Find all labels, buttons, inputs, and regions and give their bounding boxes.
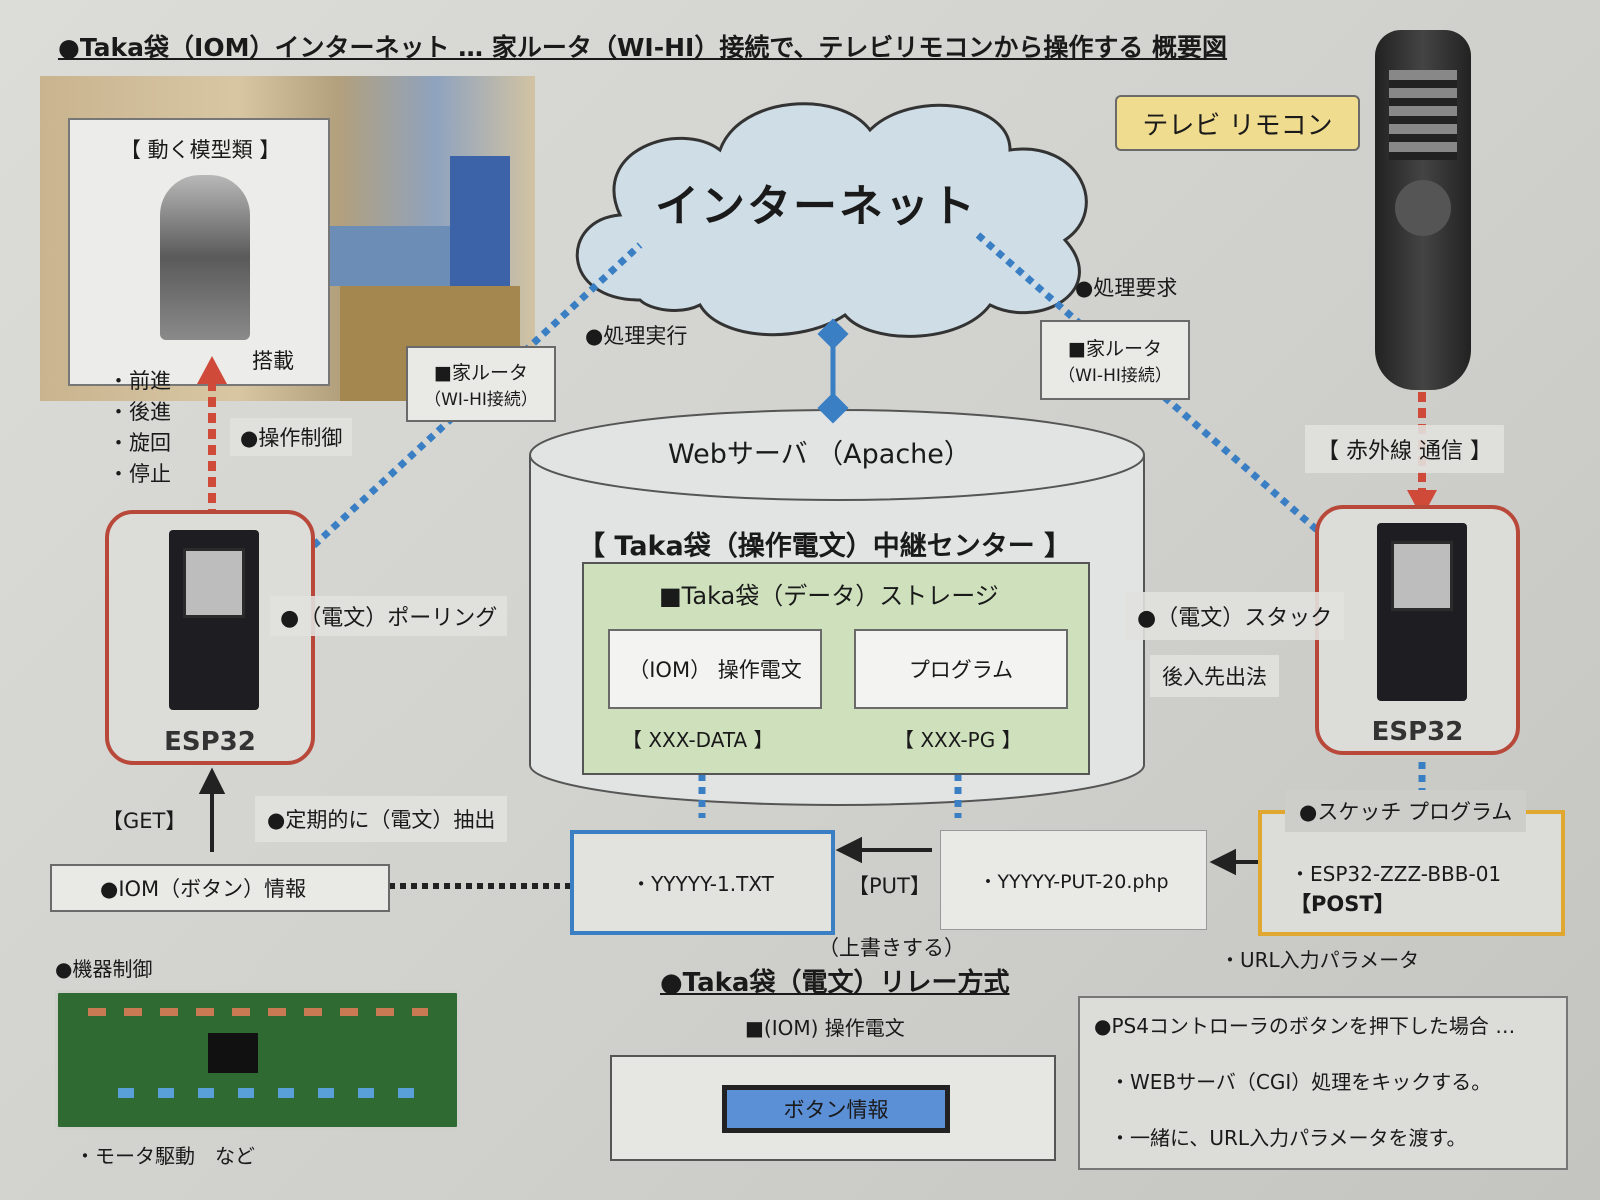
server-link <box>817 318 849 424</box>
action-backward: ・後進 <box>108 400 171 424</box>
mounted-label: 搭載 <box>252 349 294 373</box>
get-arrow-icon <box>198 767 226 794</box>
program-box: プログラム <box>854 629 1068 709</box>
esp32-board-image <box>169 530 259 710</box>
action-turn: ・旋回 <box>108 431 171 455</box>
router-right: ■家ルータ（WI-HI接続） <box>1040 320 1190 400</box>
action-list: ・前進 ・後進 ・旋回 ・停止 <box>108 366 171 490</box>
esp32-board-image <box>1377 523 1467 701</box>
model-box: 【 動く模型類 】 搭載 <box>68 118 330 386</box>
diagram-title: ●Taka袋（IOM）インターネット … 家ルータ（WI-HI）接続で、テレビリ… <box>58 33 1228 62</box>
storage-title: ■Taka袋（データ）ストレージ <box>659 582 999 610</box>
sketch-name: ・ESP32-ZZZ-BBB-01 <box>1290 862 1502 886</box>
polling-label: ●（電文）ポーリング <box>270 596 508 636</box>
tv-remote-image <box>1375 30 1471 390</box>
cloud-label: インターネット <box>655 181 977 232</box>
txt-file-box: ・YYYYY-1.TXT <box>570 830 835 935</box>
message-frame: ボタン情報 <box>610 1055 1056 1161</box>
robot-image <box>160 175 250 340</box>
ps4-note: ●PS4コントローラのボタンを押下した場合 … ・WEBサーバ（CGI）処理をキ… <box>1078 996 1568 1170</box>
up-arrow-icon <box>197 356 227 384</box>
right-router-link <box>975 232 1381 586</box>
sketch-title: ●スケッチ プログラム <box>1285 790 1527 832</box>
iom-message-box: （IOM） 操作電文 <box>608 629 822 709</box>
get-label: 【GET】 <box>102 809 187 833</box>
action-forward: ・前進 <box>108 369 171 393</box>
button-info[interactable]: ボタン情報 <box>722 1085 950 1133</box>
periodic-label: ●定期的に（電文）抽出 <box>255 796 508 842</box>
ps4-note-line1: ・WEBサーバ（CGI）処理をキックする。 <box>1110 1070 1492 1094</box>
relay-method-title: ●Taka袋（電文）リレー方式 <box>660 968 1010 998</box>
tv-remote-label: テレビ リモコン <box>1115 95 1360 151</box>
model-label: 【 動く模型類 】 <box>120 138 281 162</box>
url-param-label: ・URL入力パラメータ <box>1220 948 1420 972</box>
post-label: 【POST】 <box>1290 892 1395 916</box>
iom-info-box: ●IOM（ボタン）情報 <box>50 864 390 912</box>
post-arrow-icon <box>1209 848 1236 876</box>
down-arrow-icon <box>1407 490 1437 518</box>
infrared-label: 【 赤外線 通信 】 <box>1305 425 1504 473</box>
pcb-image <box>55 990 460 1130</box>
server-title: Webサーバ （Apache） <box>668 439 971 470</box>
esp32-left: ESP32 <box>105 510 315 765</box>
process-exec-label: ●処理実行 <box>585 324 688 348</box>
iom-message-label: ■(IOM) 操作電文 <box>745 1016 905 1040</box>
process-request-label: ●処理要求 <box>1075 276 1178 300</box>
stack-label: ●（電文）スタック <box>1125 592 1345 640</box>
control-label: ●操作制御 <box>230 418 353 456</box>
storage-box: ■Taka袋（データ）ストレージ （IOM） 操作電文 プログラム 【 XXX-… <box>582 562 1090 775</box>
relay-center-title: 【 Taka袋（操作電文）中継センター 】 <box>578 531 1072 562</box>
lifo-label: 後入先出法 <box>1150 655 1279 697</box>
ps4-note-title: ●PS4コントローラのボタンを押下した場合 … <box>1094 1014 1516 1038</box>
overwrite-label: （上書きする） <box>818 936 965 960</box>
router-left: ■家ルータ（WI-HI接続） <box>406 346 556 422</box>
put-arrow-icon <box>835 836 862 864</box>
esp32-right: ESP32 <box>1315 505 1520 755</box>
device-control-label: ●機器制御 <box>55 957 153 981</box>
data-tag: 【 XXX-DATA 】 <box>622 728 774 752</box>
ps4-note-line2: ・一緒に、URL入力パラメータを渡す。 <box>1110 1126 1467 1150</box>
pg-tag: 【 XXX-PG 】 <box>894 728 1022 752</box>
put-label: 【PUT】 <box>848 874 931 898</box>
internet-cloud <box>575 102 1088 338</box>
action-stop: ・停止 <box>108 462 171 486</box>
php-file-box: ・YYYYY-PUT-20.php <box>940 830 1207 930</box>
motor-drive-label: ・モータ駆動 など <box>75 1144 255 1168</box>
left-router-link <box>282 242 643 575</box>
